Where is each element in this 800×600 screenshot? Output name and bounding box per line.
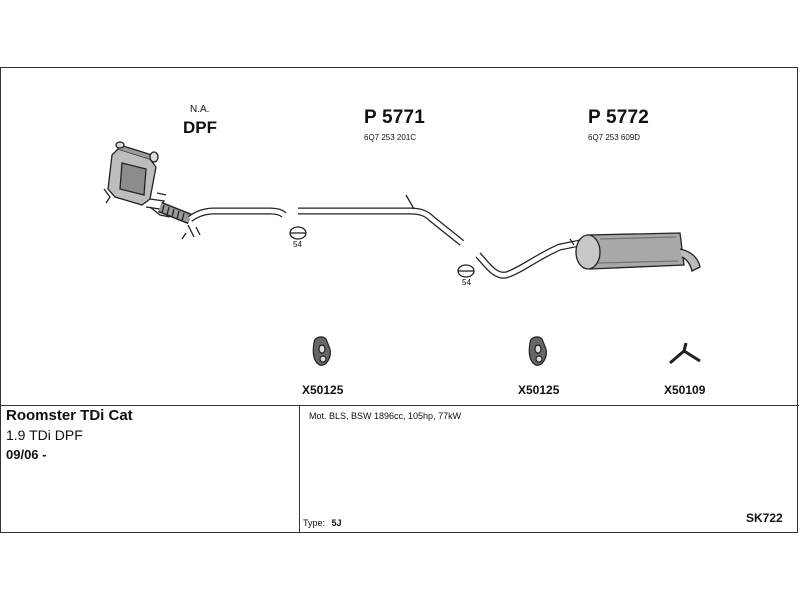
dpf-unit: [103, 141, 171, 218]
dpf-availability-note: N.A.: [190, 104, 210, 115]
vehicle-engine: 1.9 TDi DPF: [6, 427, 83, 443]
type-label: Type: 5J: [303, 518, 342, 528]
section-divider: [1, 405, 799, 406]
type-value: 5J: [331, 518, 342, 528]
type-label-text: Type:: [303, 518, 326, 528]
diagram-frame: [0, 67, 799, 533]
motor-details: Mot. BLS, BSW 1896cc, 105hp, 77kW: [309, 411, 462, 421]
exhaust-drawing: [103, 141, 701, 366]
system-code: SK722: [746, 511, 783, 525]
rubber-mount-icon: [528, 336, 547, 366]
oe-number-middle-pipe: 6Q7 253 201C: [364, 133, 417, 142]
dpf-flex-pipe: [157, 201, 287, 240]
mount-code[interactable]: X50109: [664, 383, 706, 397]
dpf-label: DPF: [183, 118, 217, 137]
vehicle-dates: 09/06 -: [6, 447, 47, 462]
part-number-middle-pipe[interactable]: P 5771: [364, 107, 426, 128]
clamp-icon: [289, 226, 307, 240]
mount-code[interactable]: X50125: [518, 383, 560, 397]
clamp-size-label: 54: [462, 278, 471, 287]
rear-silencer: [475, 232, 701, 279]
hanger-mount-icon: [669, 342, 701, 365]
mount-code[interactable]: X50125: [302, 383, 344, 397]
vehicle-model: Roomster TDi Cat: [6, 407, 133, 424]
clamp-icon: [457, 264, 475, 278]
column-divider: [299, 406, 300, 532]
clamp-size-label: 54: [293, 240, 302, 249]
rubber-mount-icon: [312, 336, 331, 366]
part-number-rear-silencer[interactable]: P 5772: [588, 107, 650, 128]
oe-number-rear-silencer: 6Q7 253 609D: [588, 133, 641, 142]
middle-pipe: [298, 194, 465, 246]
